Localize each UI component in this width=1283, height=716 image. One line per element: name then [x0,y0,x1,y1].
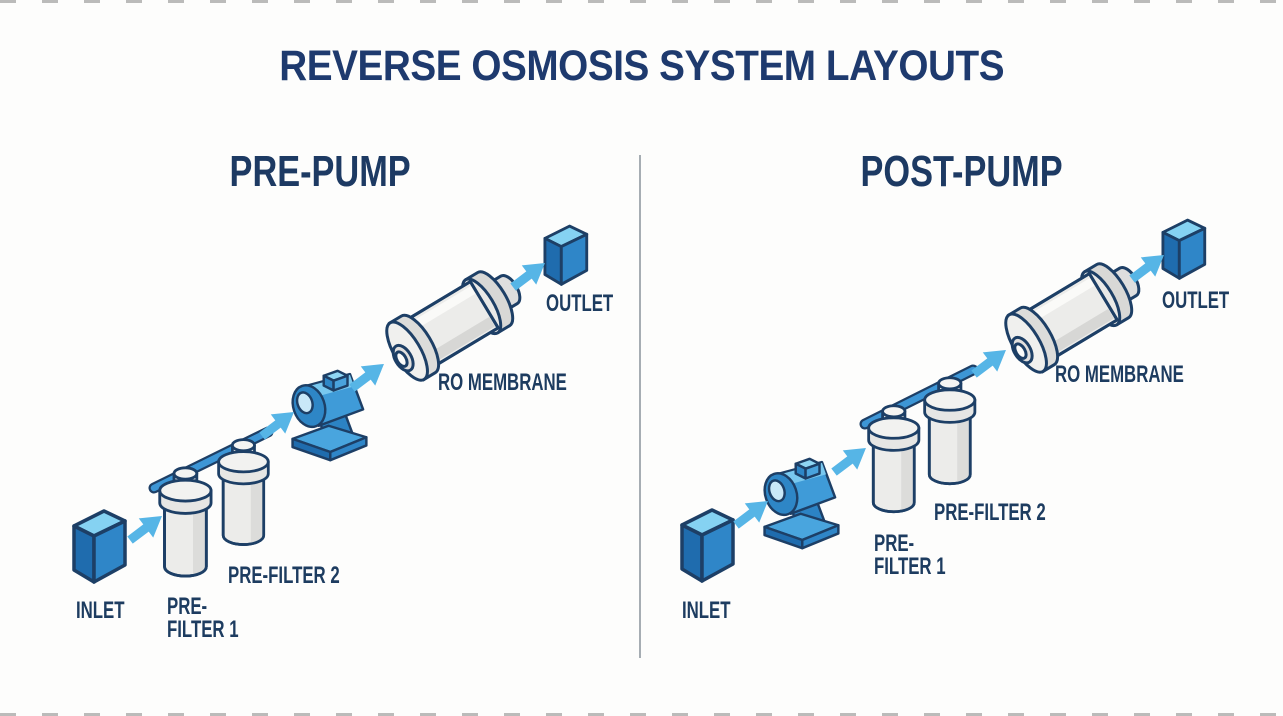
prefilter1-label-line1: PRE- [874,530,915,557]
inlet-label: INLET [682,597,731,624]
outlet-label: OUTLET [546,290,614,317]
prefilter1-label-line2: FILTER 1 [874,553,946,580]
outlet-box [543,224,589,286]
outlet-label: OUTLET [1162,287,1230,314]
inlet-box [680,508,735,583]
outlet-box [1161,218,1207,280]
ro-membrane-graphic [994,247,1154,381]
prefilter1-canister [158,466,213,578]
inlet-box [72,509,127,584]
inlet-label: INLET [76,597,125,624]
panel-heading-post-pump: POST-PUMP [860,147,1063,196]
prefilter1-label: PRE- FILTER 1 [167,593,239,643]
prefilter1-label-line1: PRE- [167,593,208,620]
panel-divider [639,155,641,658]
ro-membrane-label: RO MEMBRANE [438,369,567,396]
prefilter2-canister [217,438,270,546]
flow-arrow [122,506,170,550]
prefilter2-label: PRE-FILTER 2 [228,562,340,589]
ro-membrane-graphic [375,255,535,389]
ro-membrane-label: RO MEMBRANE [1055,361,1184,388]
panel-heading-pre-pump: PRE-PUMP [229,147,411,196]
pump-graphic [758,457,840,550]
prefilter1-label: PRE- FILTER 1 [874,530,946,580]
prefilter1-canister [867,404,921,514]
prefilter2-label: PRE-FILTER 2 [934,499,1046,526]
flow-arrow [966,340,1014,384]
post-pump-diagram [680,218,1207,583]
pre-pump-diagram [72,224,589,584]
page-title: REVERSE OSMOSIS SYSTEM LAYOUTS [279,42,1004,90]
prefilter1-label-line2: FILTER 1 [167,616,239,643]
flow-arrow [826,438,874,482]
prefilter2-canister [923,376,977,486]
